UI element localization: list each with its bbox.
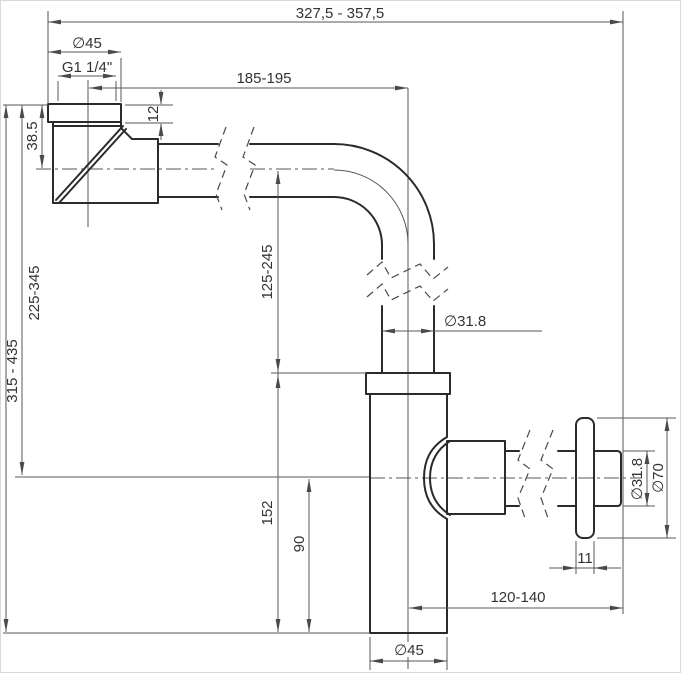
dim-outlet-diameter-label: ∅31.8: [629, 458, 646, 500]
bend-axis-arc: [333, 169, 409, 245]
centerlines: [15, 80, 642, 669]
dimension-labels: 327,5 - 357,5 ∅45 G1 1/4" 185-195 12 38.…: [4, 5, 667, 659]
pipe-break-icon: [242, 126, 256, 211]
ball-outer-arc: [423, 436, 448, 520]
wall-stub-pipe: [593, 450, 622, 507]
trap-top-flange: [365, 372, 451, 395]
dim-pipe-drop-label: 125-245: [259, 244, 276, 299]
ball-inner-arc: [429, 440, 451, 516]
trap-body: [369, 393, 448, 634]
pipe-drop-trap-height-dim-line: [271, 171, 366, 632]
dim-inlet-to-outlet-axis-label: 225-345: [26, 265, 43, 320]
vertical-pipe: [381, 243, 435, 374]
inlet-nut: [47, 103, 122, 123]
dim-trap-height-label: 152: [259, 500, 276, 525]
horizontal-pipe: [157, 143, 335, 198]
flange-diameter-dim-line: [597, 417, 676, 539]
thread-size-label: G1 1/4": [62, 59, 112, 76]
wall-flange: [575, 417, 595, 539]
dimension-lines: [3, 11, 676, 670]
dim-outlet-axis-height-label: 90: [291, 536, 308, 553]
pipe-break-icon: [214, 126, 228, 211]
dim-trap-to-wall-label: 120-140: [490, 589, 545, 606]
break-symbols: [214, 126, 554, 522]
bottle-trap: [365, 372, 451, 634]
product-outline: [47, 103, 622, 634]
outlet-pipe-walls: [504, 450, 577, 507]
pipe-break-icon: [366, 261, 449, 280]
nut-height-dim-line: [125, 90, 173, 140]
bend-outer-arc: [333, 143, 435, 245]
dim-overall-height-label: 315 - 435: [4, 339, 21, 402]
outlet-ball-joint: [423, 436, 506, 520]
dim-overall-width-label: 327,5 - 357,5: [296, 5, 384, 22]
dim-inlet-to-pipe-label: 185-195: [236, 70, 291, 87]
pipe-break-icon: [366, 283, 449, 302]
label-backing: [386, 642, 432, 657]
vertical-pipe-walls: [381, 243, 435, 374]
outlet-pipe: [504, 450, 577, 507]
pipe-break-icon: [517, 429, 531, 522]
dim-nut-height-label: 12: [145, 106, 162, 123]
horizontal-pipe-walls: [157, 143, 335, 198]
dim-inlet-diameter-label: ∅45: [72, 35, 102, 52]
dim-trap-diameter-label: ∅45: [394, 642, 424, 659]
dim-flange-diameter-label: ∅70: [650, 463, 667, 493]
outlet-height-dim-line: [3, 479, 370, 634]
elbow-joint-diagonals: [55, 125, 127, 204]
flange-thickness-dim-line: [549, 541, 621, 574]
pipe-bend: [333, 143, 435, 246]
bend-inner-arc: [333, 196, 383, 246]
pipe-break-icon: [540, 429, 554, 522]
reference-extension-lines: [3, 11, 624, 614]
dimension-arrowheads: [3, 19, 670, 664]
outlet-nut: [446, 440, 506, 515]
dim-flange-thickness-label: 11: [577, 550, 593, 567]
dim-pipe-diameter-label: ∅31.8: [444, 313, 486, 330]
wall-connection: [575, 417, 622, 539]
inlet-elbow: [47, 103, 159, 204]
dim-inlet-depth-label: 38.5: [24, 121, 41, 150]
